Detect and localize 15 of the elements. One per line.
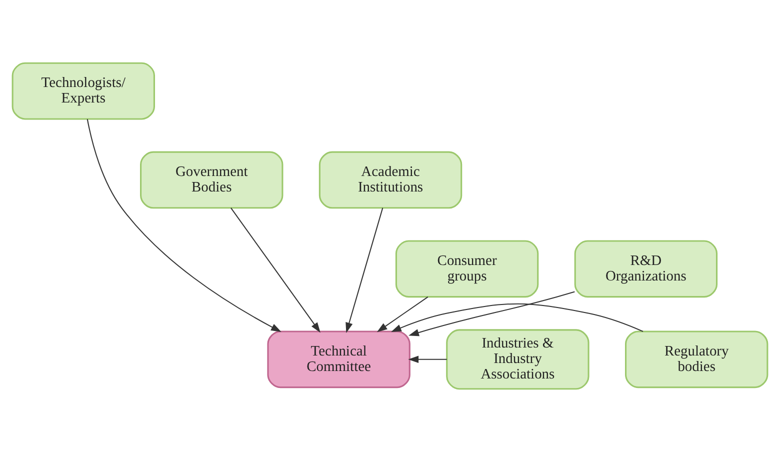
node-box: Industries & Industry Associations: [446, 328, 590, 390]
node-box: Technical Committee: [267, 330, 410, 388]
node-box: Technologists/ Experts: [12, 62, 156, 120]
arrow: [390, 302, 644, 332]
node-box: Consumer groups: [395, 240, 539, 298]
arrow: [346, 207, 384, 332]
arrow: [376, 296, 428, 332]
arrow: [86, 118, 282, 332]
arrow: [408, 290, 575, 336]
node-box: R&D Organizations: [574, 240, 718, 298]
arrow: [408, 355, 447, 363]
node-box: Regulatory bodies: [625, 330, 768, 388]
node-box: Academic Institutions: [318, 150, 462, 208]
node-box: Government Bodies: [140, 150, 284, 208]
arrow: [230, 207, 320, 332]
